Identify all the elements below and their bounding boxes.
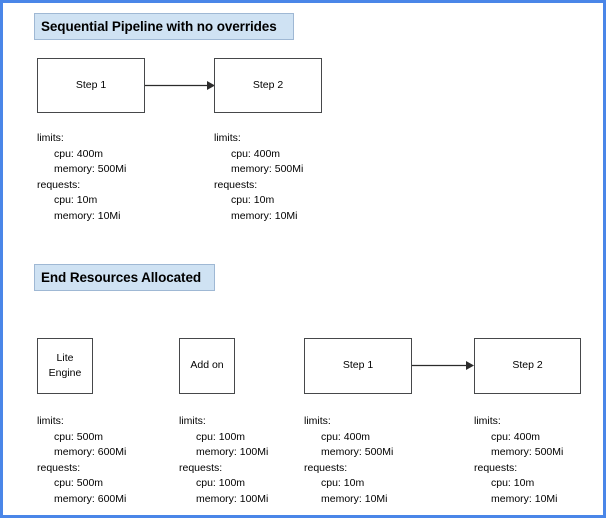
node-label-line2: Engine [48,367,82,379]
spec-requests-memory: memory: 10Mi [231,209,298,222]
spec-limits-label: limits: [304,415,331,427]
node-label-line1: Step 2 [252,78,284,91]
spec-requests-label: requests: [179,461,223,474]
spec-requests-label: requests: [474,461,518,474]
node-step-2-bottom[interactable]: Step 2 [474,338,581,394]
spec-requests-label: requests: [304,461,348,474]
spec-limits-memory: memory: 500Mi [231,163,304,176]
node-step-2-top[interactable]: Step 2 [214,58,322,113]
spec-limits-cpu: cpu: 100m [196,430,246,443]
spec-requests-label: requests: [37,461,81,474]
spec-block-step-2-bottom: limits: cpu: 400m memory: 500Mi requests… [474,414,563,508]
spec-requests-cpu: cpu: 10m [321,477,365,490]
spec-limits-memory: memory: 100Mi [196,446,269,459]
spec-block-step-1-bottom: limits: cpu: 400m memory: 500Mi requests… [304,414,393,508]
spec-limits-cpu: cpu: 400m [321,430,371,443]
spec-limits-cpu: cpu: 400m [54,147,104,160]
spec-limits-label: limits: [474,415,501,427]
node-label-line1: Step 1 [75,78,107,91]
spec-requests-memory: memory: 10Mi [321,492,388,505]
spec-limits-label: limits: [214,132,241,144]
spec-limits-memory: memory: 600Mi [54,446,127,459]
spec-limits-label: limits: [37,132,64,144]
spec-block-step-2-top: limits: cpu: 400m memory: 500Mi requests… [214,131,303,225]
node-label-line1: Step 2 [512,359,543,372]
spec-requests-memory: memory: 100Mi [196,492,269,505]
node-label-line1: Lite [56,351,74,364]
node-lite-engine[interactable]: Lite Engine [37,338,93,394]
node-label-line1: Step 1 [342,359,374,372]
spec-requests-label: requests: [37,178,81,191]
spec-limits-memory: memory: 500Mi [491,446,564,459]
spec-limits-label: limits: [179,415,206,427]
spec-block-add-on: limits: cpu: 100m memory: 100Mi requests… [179,414,268,508]
section-heading-end-resources-allocated: End Resources Allocated [34,264,215,291]
spec-requests-memory: memory: 10Mi [491,492,558,505]
spec-requests-label: requests: [214,178,258,191]
spec-requests-cpu: cpu: 500m [54,477,104,490]
spec-block-step-1-top: limits: cpu: 400m memory: 500Mi requests… [37,131,126,225]
node-step-1-top[interactable]: Step 1 [37,58,145,113]
spec-limits-label: limits: [37,415,64,427]
node-step-1-bottom[interactable]: Step 1 [304,338,412,394]
spec-requests-memory: memory: 10Mi [54,209,121,222]
node-label-line1: Add on [190,359,224,372]
section-heading-sequential-pipeline: Sequential Pipeline with no overrides [34,13,294,40]
arrow-step1-to-step2-top [145,81,215,90]
spec-limits-cpu: cpu: 400m [231,147,281,160]
arrow-step1-to-step2-bottom [412,361,474,370]
spec-block-lite-engine: limits: cpu: 500m memory: 600Mi requests… [37,414,126,508]
spec-requests-cpu: cpu: 100m [196,477,246,490]
node-add-on[interactable]: Add on [179,338,235,394]
spec-limits-cpu: cpu: 400m [491,430,541,443]
spec-limits-cpu: cpu: 500m [54,430,104,443]
spec-limits-memory: memory: 500Mi [54,163,127,176]
spec-limits-memory: memory: 500Mi [321,446,394,459]
spec-requests-memory: memory: 600Mi [54,492,127,505]
spec-requests-cpu: cpu: 10m [54,194,98,207]
spec-requests-cpu: cpu: 10m [491,477,535,490]
spec-requests-cpu: cpu: 10m [231,194,275,207]
